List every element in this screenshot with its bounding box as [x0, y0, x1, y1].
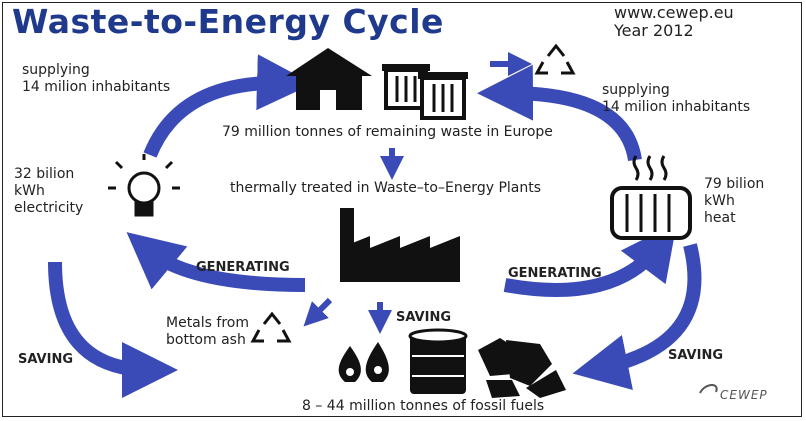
diagram-frame: [2, 2, 802, 417]
electricity-label: electricity: [14, 200, 84, 216]
electricity-node-label: 32 bilion kWh electricity: [14, 166, 83, 217]
metals-line1: Metals from: [166, 315, 249, 331]
arrow-plant-to-metals: [303, 297, 333, 327]
factory-icon: [340, 208, 460, 282]
recycle-icon: [534, 43, 576, 75]
light-bulb-icon: [108, 154, 180, 217]
heat-value: 79 bilion: [704, 176, 765, 192]
source-url: www.cewep.eu: [614, 3, 734, 22]
arrow-saving-right: [572, 243, 702, 390]
diagram-title: Waste-to-Energy Cycle: [12, 2, 444, 41]
coal-icon: [478, 338, 566, 398]
arrow-supplying-right: [477, 64, 642, 162]
recycle-icon-metals: [250, 311, 292, 343]
flames-icon: [338, 342, 389, 382]
electricity-unit: kWh: [14, 183, 45, 199]
electricity-value: 32 bilion: [14, 166, 75, 182]
arrow-generating-left: [126, 232, 306, 292]
waste-node-label: 79 million tonnes of remaining waste in …: [222, 124, 553, 140]
fossil-node-label: 8 – 44 million tonnes of fossil fuels: [302, 398, 545, 414]
supplying-left-line1: supplying: [22, 62, 90, 78]
radiator-icon: [610, 155, 692, 240]
arrow-saving-left: [48, 261, 178, 398]
source-year: Year 2012: [614, 21, 694, 40]
supplying-left-label: supplying 14 milion inhabitants: [22, 62, 170, 96]
heat-unit: kWh: [704, 193, 735, 209]
source-info: www.cewep.eu Year 2012: [614, 4, 734, 40]
metals-node-label: Metals from bottom ash: [166, 315, 249, 349]
house-icon: [286, 48, 372, 110]
heat-label: heat: [704, 210, 736, 226]
waste-bins-icon: [382, 64, 468, 120]
metals-line2: bottom ash: [166, 332, 246, 348]
supplying-left-line2: 14 milion inhabitants: [22, 79, 171, 95]
heat-node-label: 79 bilion kWh heat: [704, 176, 764, 227]
supplying-right-line1: supplying: [602, 82, 670, 98]
arrow-generating-right: [503, 222, 677, 297]
supplying-right-label: supplying 14 milion inhabitants: [602, 82, 750, 116]
saving-right-label: SAVING: [668, 348, 723, 363]
cewep-logo-text: CEWEP: [720, 388, 768, 402]
saving-left-label: SAVING: [18, 352, 73, 367]
cewep-logo-icon: [699, 384, 718, 394]
oil-barrel-icon: [408, 328, 468, 394]
arrow-supplying-left: [143, 54, 313, 158]
generating-right-label: GENERATING: [508, 266, 602, 281]
saving-center-label: SAVING: [396, 310, 451, 325]
plants-node-label: thermally treated in Waste–to–Energy Pla…: [230, 180, 542, 196]
generating-left-label: GENERATING: [196, 260, 290, 275]
supplying-right-line2: 14 milion inhabitants: [602, 99, 751, 115]
